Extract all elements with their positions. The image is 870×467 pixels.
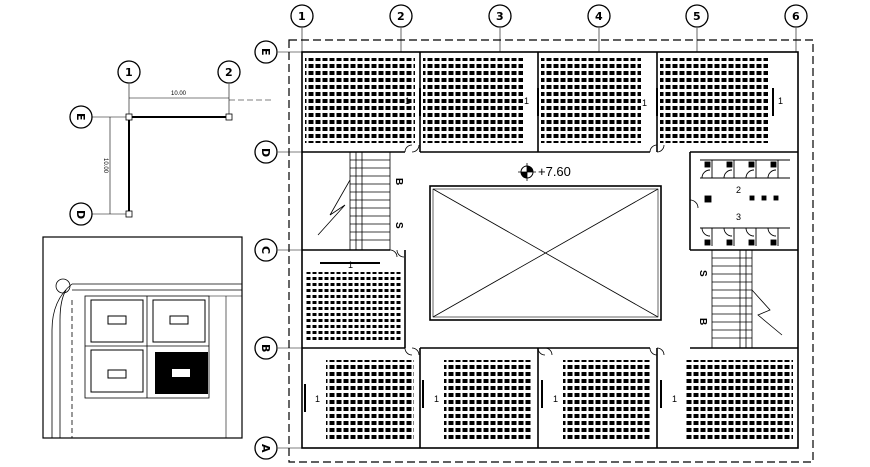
toilet-cubicles bbox=[700, 159, 790, 246]
grid-column-label: 3 bbox=[496, 10, 504, 23]
grid-column-label: 6 bbox=[792, 10, 800, 23]
row-grid-markers bbox=[254, 40, 278, 460]
room-label-classroom: 1 bbox=[672, 394, 677, 404]
key-plan-lines bbox=[92, 84, 272, 218]
stair-down-label: S bbox=[393, 222, 404, 229]
room-label-toilet: 3 bbox=[736, 212, 741, 222]
room-label-classroom: 1 bbox=[524, 96, 529, 106]
grid-row-label: B bbox=[259, 344, 272, 352]
grid-column-label: 1 bbox=[298, 10, 306, 23]
stair-down-label: S bbox=[697, 270, 708, 277]
room-label-classroom: 1 bbox=[778, 96, 783, 106]
room-label-classroom: 1 bbox=[553, 394, 558, 404]
classroom-seating bbox=[305, 58, 793, 442]
grid-column-label: 4 bbox=[595, 10, 603, 23]
key-plan-markers bbox=[69, 60, 241, 226]
grid-lines bbox=[278, 28, 797, 449]
key-plan-column-label: 1 bbox=[125, 66, 133, 79]
grid-row-label: D bbox=[259, 148, 272, 157]
grid-row-label: A bbox=[259, 444, 272, 453]
stair-right bbox=[711, 250, 783, 348]
key-plan-row-label: D bbox=[74, 210, 87, 219]
grid-column-label: 2 bbox=[397, 10, 405, 23]
key-plan-row-label: E bbox=[74, 113, 87, 121]
room-label-classroom: 1 bbox=[348, 260, 353, 270]
door-swings bbox=[389, 144, 699, 356]
level-marker bbox=[518, 163, 536, 181]
stair-up-label: B bbox=[697, 318, 708, 325]
key-plan-column-label: 2 bbox=[225, 66, 233, 79]
site-location-plan bbox=[42, 236, 243, 439]
room-label-classroom: 1 bbox=[434, 394, 439, 404]
stair-left bbox=[317, 152, 391, 250]
site-boundary bbox=[288, 39, 814, 463]
room-label-classroom: 1 bbox=[315, 394, 320, 404]
level-label: +7.60 bbox=[538, 164, 571, 179]
grid-row-label: E bbox=[259, 48, 272, 56]
column-grid-markers bbox=[290, 4, 808, 28]
grid-row-label: C bbox=[259, 246, 272, 254]
room-label-classroom: 1 bbox=[405, 96, 410, 106]
room-label-classroom: 1 bbox=[642, 98, 647, 108]
courtyard-void bbox=[429, 185, 662, 321]
selected-building-highlight bbox=[155, 352, 208, 394]
key-plan-dimension-horizontal: 10.00 bbox=[171, 91, 187, 97]
teacher-desks bbox=[304, 88, 774, 412]
grid-column-label: 5 bbox=[693, 10, 701, 23]
key-plan-dimension-vertical: 10.00 bbox=[102, 158, 108, 174]
stair-up-label: B bbox=[393, 178, 404, 185]
room-label-toilet: 2 bbox=[736, 185, 741, 195]
